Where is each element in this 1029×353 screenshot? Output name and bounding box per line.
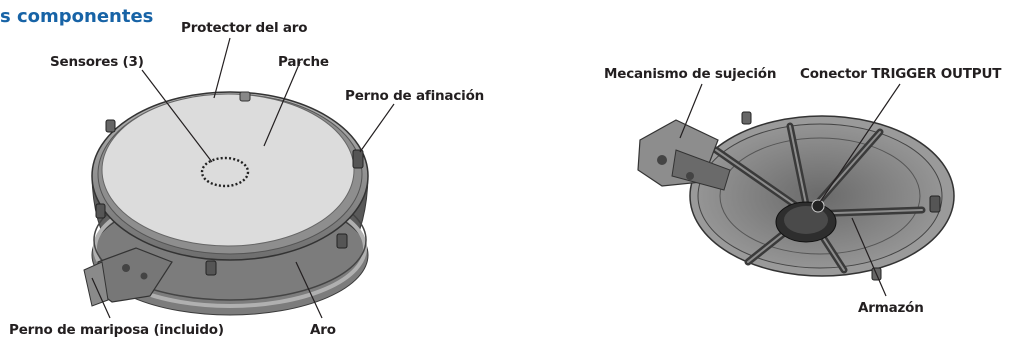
leader-sensors <box>141 69 213 163</box>
label-wing-bolt: Perno de mariposa (incluido) <box>9 322 224 338</box>
leader-rim-protector <box>213 37 231 99</box>
leader-head <box>263 61 301 147</box>
label-frame: Armazón <box>858 300 924 316</box>
pad-back-illustration <box>637 111 955 281</box>
leader-wing-bolt <box>91 277 111 319</box>
label-rim: Aro <box>310 322 336 338</box>
leader-tuning-bolt <box>359 103 395 153</box>
label-rim-protector: Protector del aro <box>181 20 308 36</box>
leader-clamp <box>679 83 703 139</box>
leader-frame <box>851 217 887 297</box>
section-title: s componentes <box>0 6 154 27</box>
right-leader-lines <box>679 83 901 297</box>
label-head: Parche <box>278 54 329 70</box>
left-leader-lines <box>91 37 395 319</box>
label-sensors: Sensores (3) <box>50 54 144 70</box>
pad-front-illustration <box>83 91 369 316</box>
leader-trigger-output <box>819 83 901 203</box>
leader-rim <box>295 261 323 319</box>
label-tuning-bolt: Perno de afinación <box>345 88 485 104</box>
label-clamp: Mecanismo de sujeción <box>604 66 777 82</box>
label-trigger-output: Conector TRIGGER OUTPUT <box>800 66 1002 82</box>
